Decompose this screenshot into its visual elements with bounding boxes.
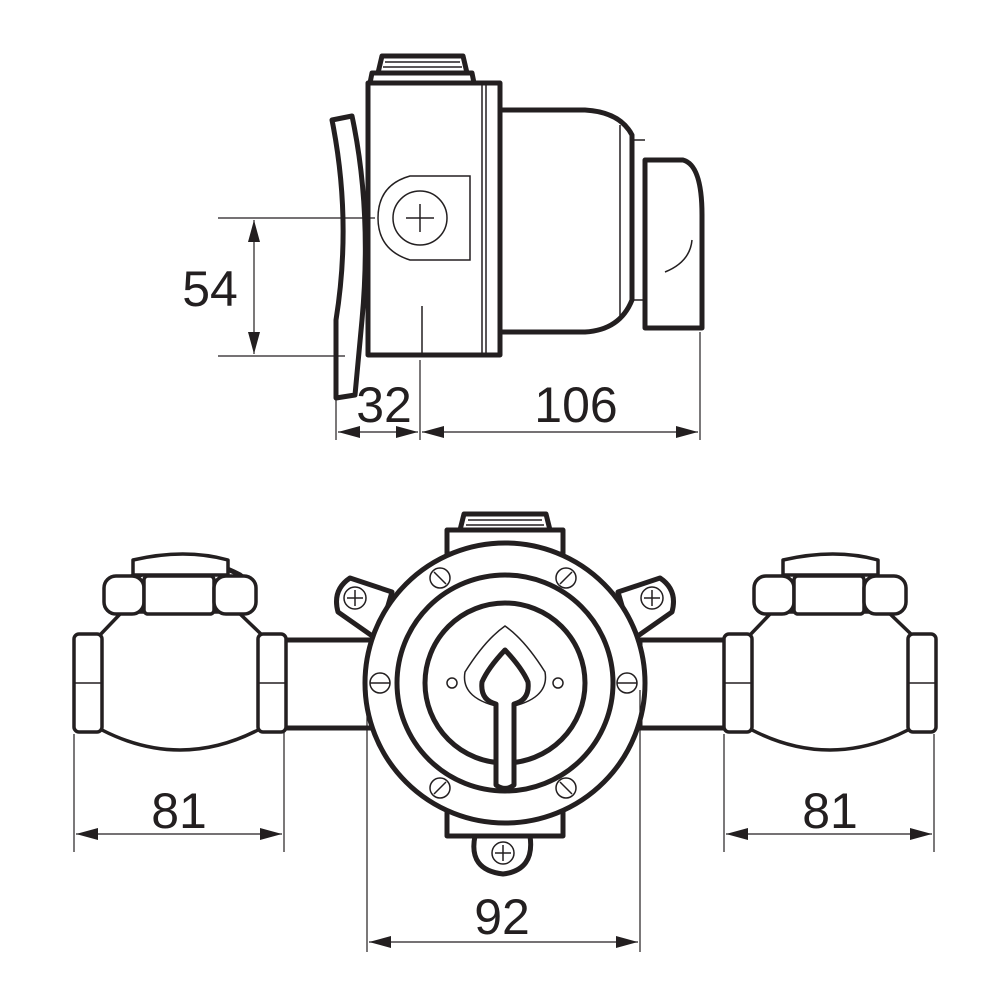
rotary-knob — [446, 625, 564, 791]
left-cable-gland — [72, 552, 288, 752]
dimension-label-81-right: 81 — [802, 783, 858, 839]
dimension-label-32: 32 — [356, 377, 412, 433]
dimension-label-54: 54 — [182, 261, 238, 317]
right-cable-gland — [722, 552, 938, 752]
side-view — [329, 53, 705, 401]
housing-screws — [369, 567, 638, 799]
front-dimensions — [73, 690, 935, 952]
front-view — [72, 511, 938, 877]
dimension-label-106: 106 — [534, 377, 617, 433]
side-dimensions — [218, 217, 701, 440]
dimension-label-92: 92 — [474, 889, 530, 945]
dimension-label-81-left: 81 — [151, 783, 207, 839]
